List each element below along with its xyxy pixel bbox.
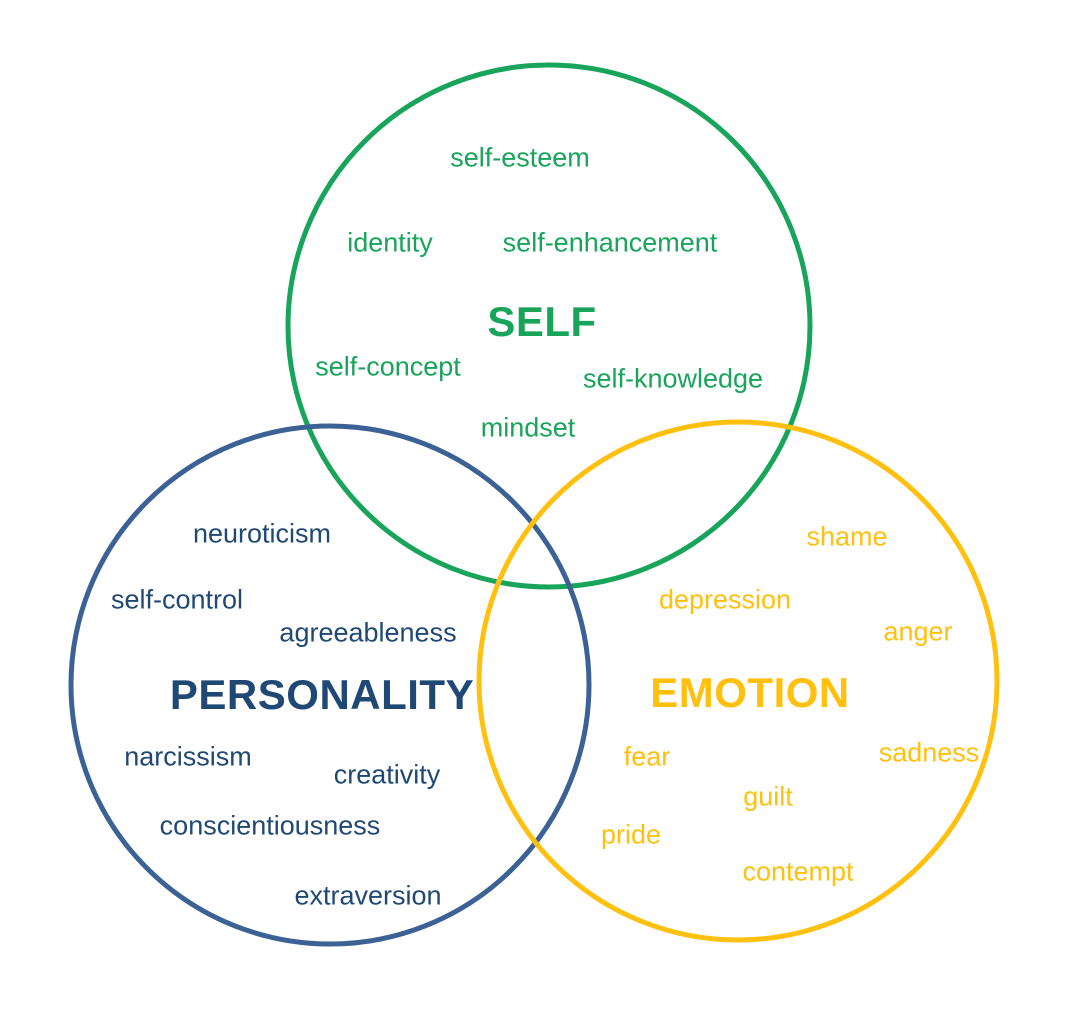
set-title-emotion: EMOTION bbox=[650, 669, 850, 716]
label-self-knowledge: self-knowledge bbox=[582, 363, 764, 394]
set-title-personality: PERSONALITY bbox=[169, 671, 475, 718]
label-identity: identity bbox=[347, 227, 433, 258]
label-self-enhancement: self-enhancement bbox=[502, 227, 718, 258]
label-narcissism: narcissism bbox=[124, 741, 252, 772]
label-sadness: sadness bbox=[878, 737, 980, 768]
label-mindset: mindset bbox=[480, 412, 576, 443]
self-circle bbox=[285, 62, 813, 590]
label-conscientiousness: conscientiousness bbox=[159, 810, 381, 841]
label-creativity: creativity bbox=[333, 759, 441, 790]
label-self-control: self-control bbox=[110, 584, 244, 615]
label-guilt: guilt bbox=[743, 781, 793, 812]
label-depression: depression bbox=[658, 584, 792, 615]
label-anger: anger bbox=[883, 616, 953, 647]
label-extraversion: extraversion bbox=[294, 880, 442, 911]
label-neuroticism: neuroticism bbox=[192, 518, 332, 549]
label-self-esteem: self-esteem bbox=[450, 142, 590, 173]
label-fear: fear bbox=[623, 741, 671, 772]
set-title-self: SELF bbox=[487, 298, 597, 345]
label-pride: pride bbox=[600, 819, 662, 850]
label-self-concept: self-concept bbox=[315, 351, 461, 382]
label-agreeableness: agreeableness bbox=[279, 617, 457, 648]
emotion-circle bbox=[476, 419, 1000, 943]
personality-circle bbox=[68, 423, 592, 947]
label-contempt: contempt bbox=[742, 856, 854, 887]
label-shame: shame bbox=[806, 521, 888, 552]
